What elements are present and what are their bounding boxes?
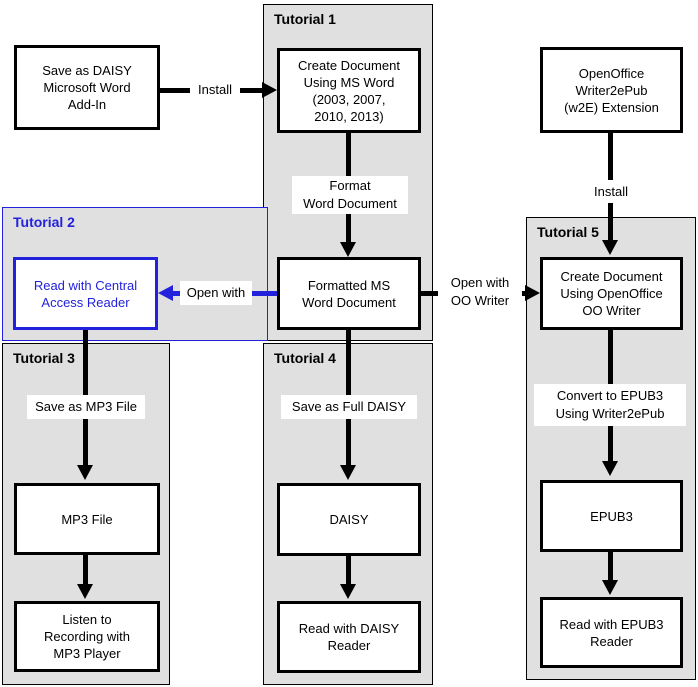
edge-label-save-mp3: Save as MP3 File (27, 395, 145, 419)
arrow-epub3-to-reader-shaft (608, 552, 613, 581)
node-read-central-access-reader: Read with Central Access Reader (13, 257, 158, 330)
arrow-save-mp3-head-icon (77, 465, 93, 480)
edge-label-open-with-oo: Open with OO Writer (438, 269, 522, 315)
node-epub3: EPUB3 (540, 480, 683, 552)
edge-label-save-full-daisy: Save as Full DAISY (281, 395, 417, 419)
edge-label-install-addin: Install (190, 78, 240, 101)
panel-title: Tutorial 4 (274, 350, 336, 366)
node-create-doc-ms-word: Create Document Using MS Word (2003, 200… (277, 48, 421, 133)
arrow-open-with-car-head-icon (158, 285, 173, 301)
panel-title: Tutorial 2 (13, 214, 75, 230)
panel-title: Tutorial 5 (537, 224, 599, 240)
edge-label-format-document: Format Word Document (292, 176, 408, 214)
arrow-save-full-daisy-head-icon (340, 465, 356, 480)
node-openoffice-w2e-extension: OpenOffice Writer2ePub (w2E) Extension (540, 47, 683, 133)
node-save-as-daisy-addin: Save as DAISY Microsoft Word Add-In (14, 45, 160, 130)
node-formatted-ms-word-doc: Formatted MS Word Document (277, 257, 421, 330)
node-daisy: DAISY (277, 483, 421, 556)
arrow-mp3-to-listen-shaft (83, 555, 88, 585)
node-read-daisy-reader: Read with DAISY Reader (277, 601, 421, 673)
edge-label-install-w2e: Install (584, 180, 638, 203)
arrow-format-document-head-icon (340, 242, 356, 257)
node-create-doc-oo-writer: Create Document Using OpenOffice OO Writ… (540, 257, 683, 330)
arrow-mp3-to-listen-head-icon (77, 584, 93, 599)
edge-label-open-with-car: Open with (180, 281, 252, 305)
panel-title: Tutorial 1 (274, 11, 336, 27)
arrow-open-with-oo-head-icon (525, 285, 540, 301)
node-mp3-file: MP3 File (14, 483, 160, 555)
arrow-daisy-to-reader-head-icon (340, 584, 356, 599)
arrow-epub3-to-reader-head-icon (602, 580, 618, 595)
edge-label-convert-epub3: Convert to EPUB3 Using Writer2ePub (534, 384, 686, 426)
arrow-install-addin-head-icon (262, 82, 277, 98)
arrow-install-w2e-head-icon (602, 240, 618, 255)
arrow-convert-epub3-head-icon (602, 461, 618, 476)
node-read-epub3-reader: Read with EPUB3 Reader (540, 597, 683, 668)
arrow-daisy-to-reader-shaft (346, 556, 351, 585)
panel-title: Tutorial 3 (13, 350, 75, 366)
node-listen-mp3-player: Listen to Recording with MP3 Player (14, 601, 160, 672)
